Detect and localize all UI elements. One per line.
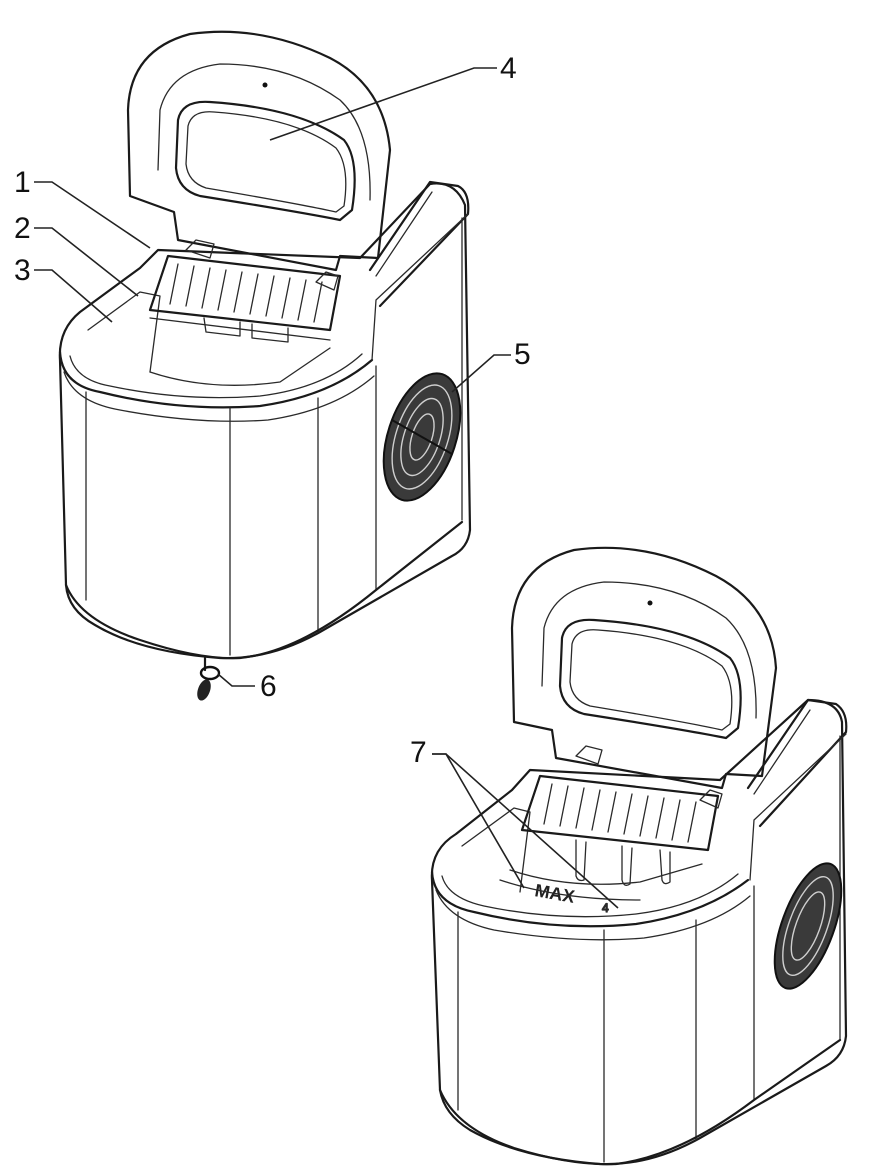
callout-5: 5 [514,338,531,371]
max-secondary-mark: 4 [602,901,609,915]
ice-maker-view-1 [58,30,472,701]
callout-7: 7 [410,736,427,769]
callout-1: 1 [14,166,31,199]
leader-lines [34,67,619,909]
callout-2: 2 [14,212,31,245]
drain-plug-icon [197,656,221,701]
fan-grille-icon [773,862,843,990]
callout-4: 4 [500,52,517,85]
fan-grille-icon [382,372,462,502]
ice-maker-view-2: MAX 4 [430,546,848,1166]
callout-3: 3 [14,254,31,287]
callout-6: 6 [260,670,277,703]
